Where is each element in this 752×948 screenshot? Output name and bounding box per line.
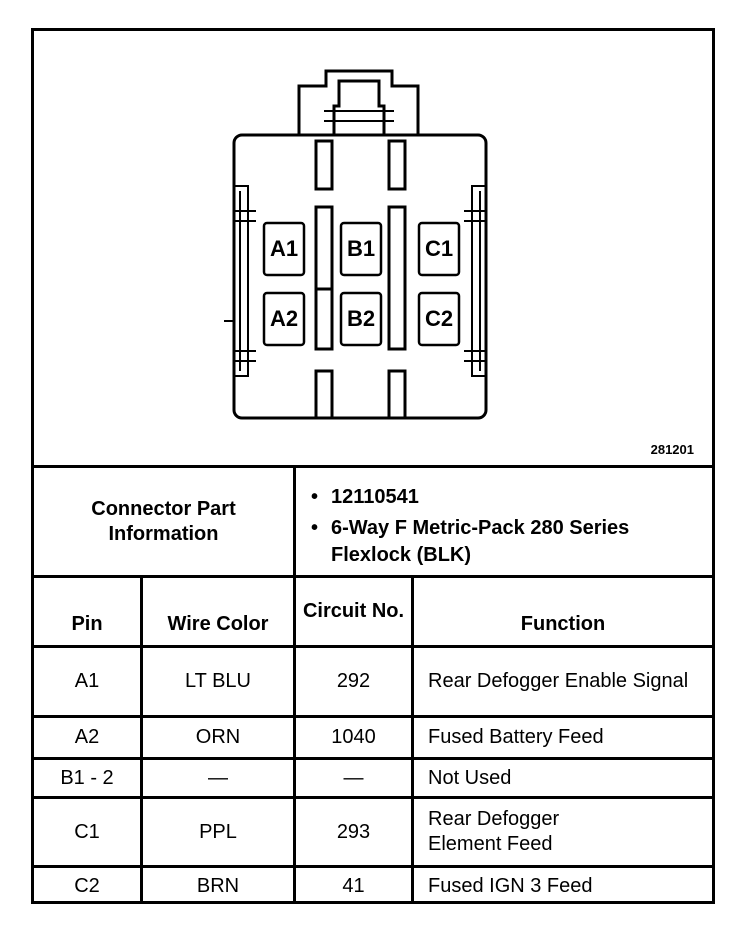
cavity-b1 bbox=[339, 221, 383, 277]
table-cell-pin: C1 bbox=[74, 820, 100, 843]
table-cell-circuit: 1040 bbox=[331, 726, 376, 748]
cavity-a2 bbox=[262, 291, 306, 347]
cavity-c2 bbox=[417, 291, 461, 347]
table-cell-function: Not Used bbox=[428, 766, 512, 789]
connector-part-info-list: 12110541 6-Way F Metric-Pack 280 Series … bbox=[301, 484, 701, 573]
cavity-b2 bbox=[339, 291, 383, 347]
table-cell-circuit: 292 bbox=[336, 670, 371, 692]
header-function: Function bbox=[520, 612, 606, 635]
connector-body bbox=[232, 133, 488, 420]
rule-col-2 bbox=[293, 575, 296, 904]
rule-col-1 bbox=[140, 575, 143, 904]
table-cell-function: Rear Defogger Element Feed bbox=[428, 808, 560, 855]
cavity-label-a1: A1 bbox=[270, 236, 298, 261]
header-wire-color: Wire Color bbox=[167, 612, 269, 635]
connector-diagram: A1 B1 C1 A2 B2 C2 281201 bbox=[34, 31, 712, 465]
rail-notches bbox=[224, 210, 486, 362]
cavities bbox=[262, 221, 461, 347]
table-cell-function: Fused Battery Feed bbox=[428, 726, 604, 748]
rule-col-3 bbox=[411, 575, 414, 904]
slot-left-bottom bbox=[314, 369, 334, 420]
slot-left-mid bbox=[314, 205, 334, 351]
slot-right-mid bbox=[387, 205, 407, 351]
rule-figure-bottom bbox=[34, 465, 712, 468]
table-cell-circuit: — bbox=[343, 766, 364, 789]
cavity-c1 bbox=[417, 221, 461, 277]
slot-left-top bbox=[314, 139, 334, 191]
table-cell-circuit: 41 bbox=[342, 874, 365, 897]
connector-face-drawing: A1 B1 C1 A2 B2 C2 bbox=[224, 69, 488, 420]
rule-row-4 bbox=[34, 865, 712, 868]
cavity-label-c1: C1 bbox=[425, 236, 453, 261]
table-cell-wire-color: ORN bbox=[195, 726, 241, 748]
part-number: 12110541 bbox=[301, 484, 701, 511]
header-circuit-no: Circuit No. bbox=[302, 600, 405, 622]
cavity-label-c2: C2 bbox=[425, 306, 453, 331]
rule-info-bottom bbox=[34, 575, 712, 578]
rule-row-3 bbox=[34, 796, 712, 799]
rule-header-bottom bbox=[34, 645, 712, 648]
table-cell-wire-color: — bbox=[208, 766, 228, 789]
table-cell-function: Rear Defogger Enable Signal bbox=[428, 670, 689, 692]
rule-info-divider bbox=[293, 465, 296, 578]
connector-part-info-label: Connector Part Information bbox=[91, 497, 236, 545]
table-cell-circuit: 293 bbox=[336, 820, 371, 843]
cavity-a1 bbox=[262, 221, 306, 277]
table-cell-wire-color: PPL bbox=[199, 820, 237, 843]
table-cell-pin: A2 bbox=[74, 726, 100, 748]
cavity-label-b1: B1 bbox=[347, 236, 375, 261]
table-cell-pin: B1 - 2 bbox=[60, 766, 114, 789]
connector-description: 6-Way F Metric-Pack 280 Series Flexlock … bbox=[301, 515, 701, 569]
table-cell-pin: C2 bbox=[74, 874, 100, 897]
table-cell-function: Fused IGN 3 Feed bbox=[428, 874, 593, 897]
cavity-label-b2: B2 bbox=[347, 306, 375, 331]
table-cell-wire-color: BRN bbox=[196, 874, 240, 897]
rule-row-1 bbox=[34, 715, 712, 718]
lock-tab bbox=[297, 69, 420, 135]
lock-tab-detail bbox=[324, 110, 394, 122]
table-cell-wire-color: LT BLU bbox=[185, 670, 251, 692]
table-cell-pin: A1 bbox=[74, 670, 100, 692]
rule-row-2 bbox=[34, 757, 712, 760]
connector-sheet: A1 B1 C1 A2 B2 C2 281201 Connector Part … bbox=[31, 28, 715, 904]
right-rail bbox=[471, 185, 486, 377]
figure-id: 281201 bbox=[650, 442, 694, 457]
slot-right-bottom bbox=[387, 369, 407, 420]
slot-right-top bbox=[387, 139, 407, 191]
lock-tab-inner bbox=[332, 79, 386, 135]
cavity-label-a2: A2 bbox=[270, 306, 298, 331]
header-pin: Pin bbox=[71, 612, 103, 635]
left-rail bbox=[234, 185, 249, 377]
